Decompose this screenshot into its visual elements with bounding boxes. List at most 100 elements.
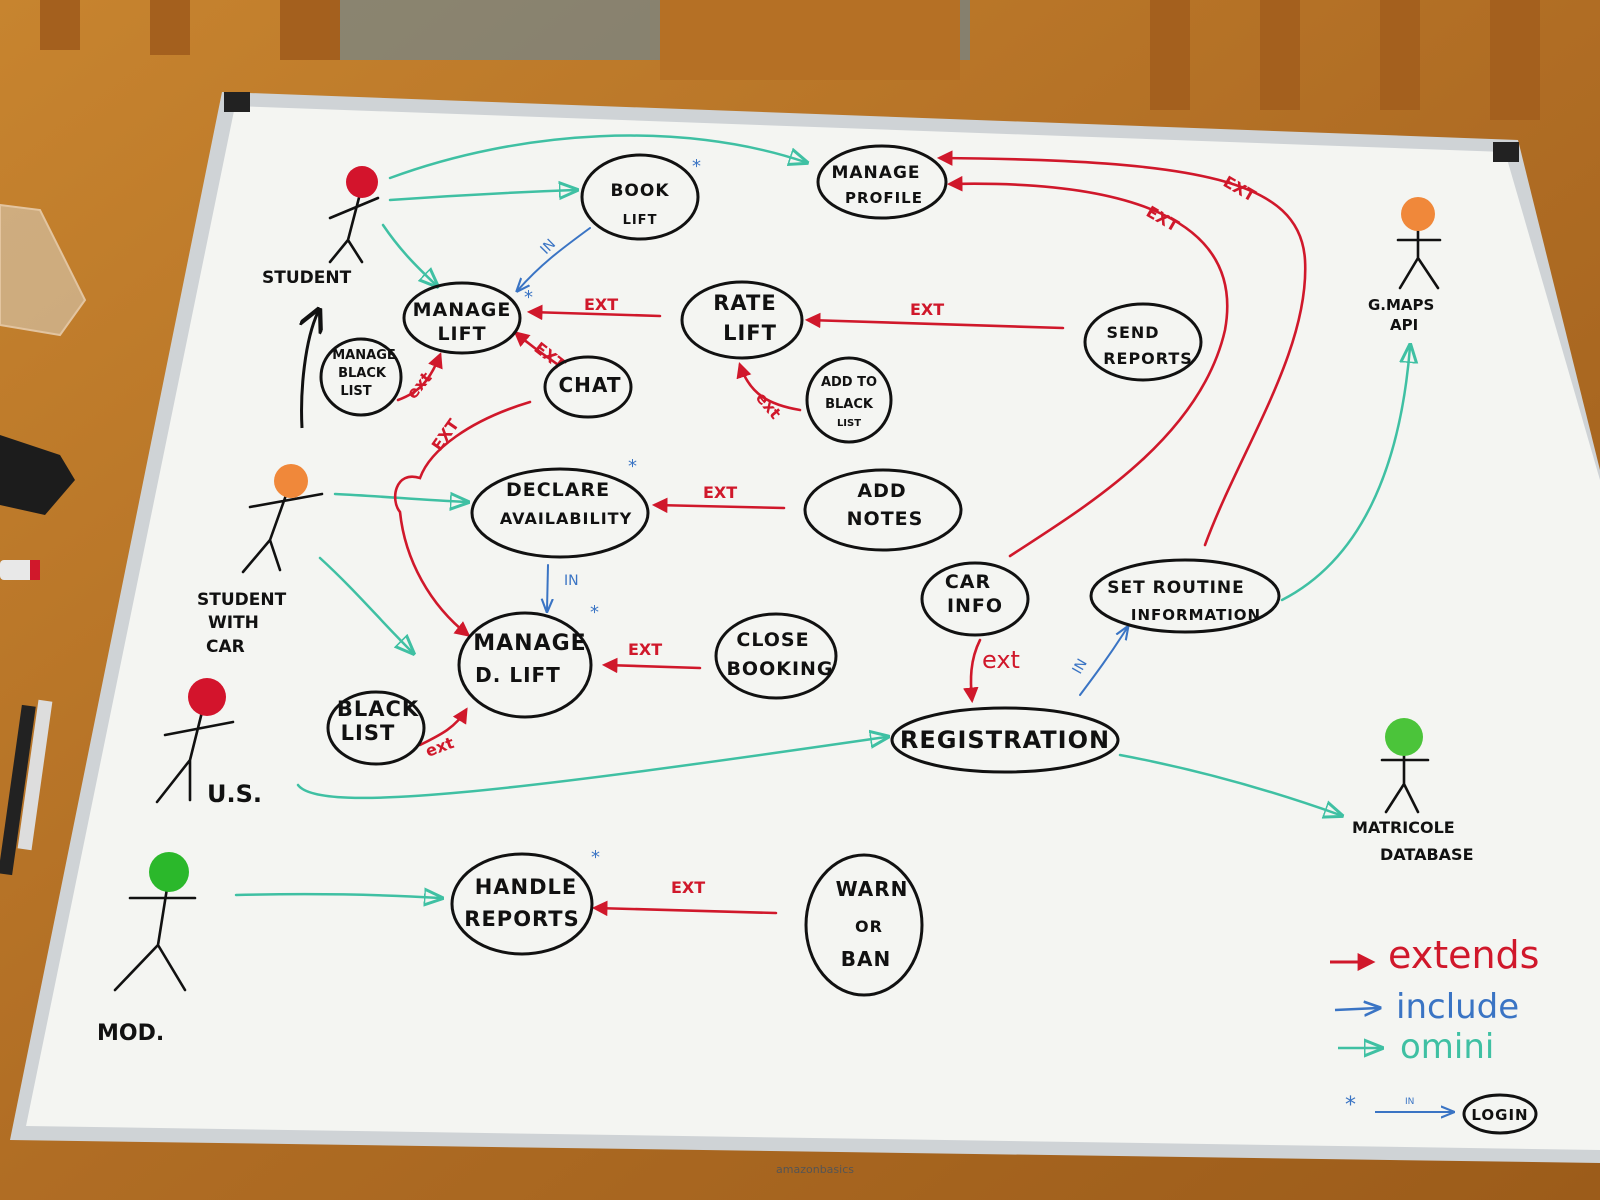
label-ext-close-booking: EXT [628, 640, 662, 659]
actor-swc-label-l3: CAR [206, 637, 245, 657]
arrow-registration-set-routine [1079, 628, 1127, 696]
label-ext-send-rate: EXT [910, 300, 944, 319]
include-arrows [518, 227, 1127, 696]
frame-corner-tr [1493, 142, 1519, 162]
uc-add-to-black-list-l2: BLACK [825, 397, 874, 412]
oval-manage-d-lift [457, 611, 593, 719]
magnet-red-us [188, 678, 226, 716]
label-ext-warn-or-ban: EXT [671, 878, 705, 897]
arrow-mod-handle-reports [234, 894, 440, 898]
star-book-lift: * [692, 156, 701, 177]
arrow-student-book-lift [388, 190, 575, 202]
uc-add-to-black-list-l1: ADD TO [821, 375, 877, 390]
extends-arrows [393, 150, 1307, 917]
uc-black-list-l1: BLACK [337, 697, 419, 721]
magnet-orange-gmaps [1401, 197, 1435, 231]
drinking-glass [0, 203, 87, 337]
star-handle-reports: * [591, 847, 600, 868]
oval-chat [543, 355, 633, 419]
arrow-add-to-black-list-rate-lift [736, 362, 802, 412]
legend-extends-label: extends [1388, 933, 1539, 977]
arrow-chat-manage-lift [513, 330, 559, 366]
arrow-black-list-manage-d-lift [418, 707, 468, 747]
uc-manage-lift-l1: MANAGE [413, 299, 512, 321]
actor-mod-figure [113, 880, 197, 992]
uc-chat: CHAT [559, 373, 622, 397]
whiteboard-eraser [0, 435, 75, 515]
magnet-green-matricole [1385, 718, 1423, 756]
actor-student-label: STUDENT [262, 268, 352, 288]
uc-registration: REGISTRATION [900, 726, 1110, 754]
uc-send-reports-l2: REPORTS [1103, 349, 1193, 368]
uc-book-lift-l2: LIFT [623, 213, 658, 228]
arrow-swc-declare-availability [333, 494, 466, 502]
actor-swc-label-l1: STUDENT [197, 590, 287, 610]
uc-warn-or-ban-l1: WARN [836, 877, 909, 901]
uc-add-notes-l2: NOTES [847, 508, 924, 530]
uc-manage-lift-l2: LIFT [437, 323, 486, 345]
actor-gmaps-figure [1396, 220, 1442, 290]
uc-add-notes-l1: ADD [857, 480, 906, 502]
oval-login [1462, 1093, 1538, 1135]
actor-swc-figure [241, 482, 324, 574]
uc-book-lift-l1: BOOK [610, 181, 669, 201]
arrow-car-info-manage-profile [946, 175, 1229, 558]
uc-car-info-l1: CAR [945, 571, 991, 593]
label-ext-add-notes: EXT [703, 483, 737, 502]
oval-rate-lift [680, 280, 804, 360]
arrow-book-lift-manage-lift [518, 227, 591, 290]
omini-arrows [234, 134, 1410, 898]
uc-set-routine-l2: INFORMATION [1131, 606, 1261, 624]
oval-car-info [920, 561, 1030, 637]
uc-manage-profile-l1: MANAGE [831, 163, 920, 183]
uc-close-booking-l1: CLOSE [736, 629, 809, 651]
uc-manage-d-lift-l2: D. LIFT [475, 663, 561, 687]
oval-send-reports [1083, 302, 1203, 382]
arrow-routine-manage-profile [936, 150, 1307, 547]
star-manage-lift: * [524, 287, 533, 308]
use-case-ovals [319, 144, 1538, 1135]
oval-set-routine [1089, 558, 1281, 634]
uc-manage-black-list-l3: LIST [340, 384, 371, 399]
arrow-close-booking-manage-d-lift [601, 657, 702, 674]
actor-mod-label: MOD. [97, 1021, 164, 1046]
oval-manage-black-list [319, 337, 403, 417]
arrow-student-manage-profile [388, 134, 805, 180]
arrow-us-registration [296, 737, 886, 800]
arrow-car-info-registration [962, 638, 982, 704]
chair-slats [40, 0, 1540, 120]
magnet-red-student [346, 166, 378, 198]
legend-include-label: include [1396, 987, 1519, 1027]
actor-matricole-figure [1380, 746, 1430, 814]
uc-set-routine-l1: SET ROUTINE [1107, 578, 1244, 598]
oval-add-notes [803, 468, 963, 552]
frame-corner-tl [224, 92, 250, 112]
stick-figures [113, 188, 1442, 992]
uc-car-info-l2: INFO [947, 595, 1003, 617]
oval-add-to-black-list [805, 356, 893, 444]
black-up-arrow [302, 312, 318, 429]
legend-include-arrow [1334, 1008, 1378, 1010]
arrow-manage-black-list-manage-lift [396, 352, 443, 402]
uc-black-list-l2: LIST [341, 721, 396, 745]
arrow-declare-availability-manage-d-lift [547, 564, 548, 610]
legend-star-mark: * [1345, 1093, 1356, 1118]
oval-registration [890, 706, 1120, 774]
legend-star-arrow-label: IN [1405, 1097, 1414, 1107]
label-ext-rate-manage: EXT [584, 295, 618, 314]
arrow-send-reports-rate-lift [804, 312, 1065, 330]
oval-handle-reports [450, 852, 594, 956]
uc-rate-lift-l1: RATE [713, 291, 776, 315]
uc-declare-availability-l1: DECLARE [506, 479, 610, 501]
arrow-routine-gmaps [1280, 347, 1410, 602]
uc-close-booking-l2: BOOKING [726, 658, 833, 680]
magnets [149, 166, 1435, 892]
arrow-registration-matricole [1118, 753, 1340, 815]
uc-manage-profile-l2: PROFILE [845, 189, 923, 207]
legend-omini-label: omini [1400, 1027, 1494, 1067]
label-in-declare: IN [564, 573, 579, 589]
actor-swc-label-l2: WITH [208, 613, 259, 633]
actor-us-figure [155, 698, 235, 804]
label-in-registration: IN [1070, 656, 1091, 677]
uc-declare-availability-l2: AVAILABILITY [500, 509, 632, 528]
